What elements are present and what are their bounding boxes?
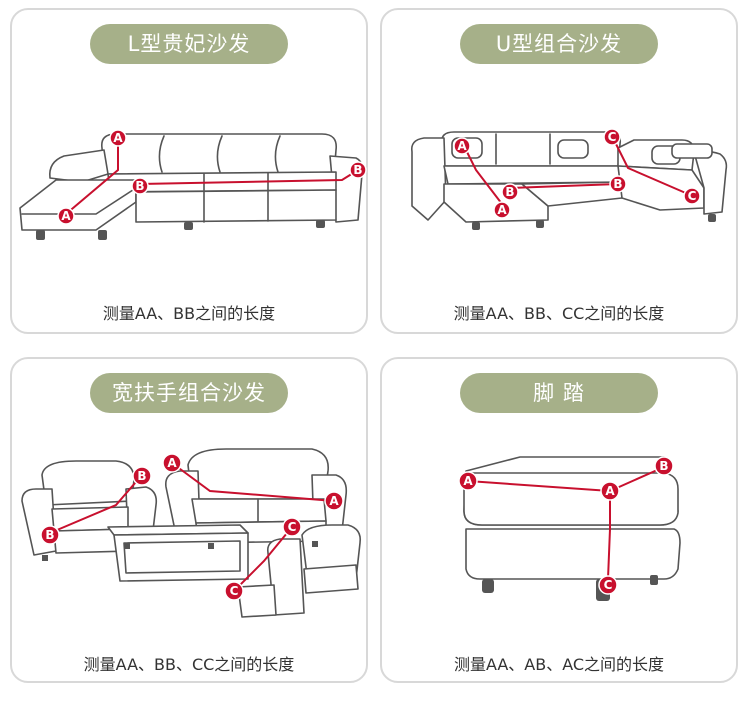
svg-text:B: B — [613, 177, 622, 191]
marker-c-top: C — [603, 128, 621, 146]
panel-caption: 测量AA、BB、CC之间的长度 — [83, 655, 295, 674]
panel-caption: 测量AA、BB之间的长度 — [102, 304, 276, 323]
svg-text:C: C — [288, 520, 297, 534]
marker-a-top: A — [162, 453, 182, 473]
svg-text:A: A — [61, 209, 71, 223]
svg-text:A: A — [167, 456, 177, 470]
marker-a-center: A — [600, 481, 620, 501]
marker-a-left: A — [458, 471, 478, 491]
footstool-illustration: A A B C — [458, 456, 681, 601]
svg-text:A: A — [497, 203, 507, 217]
svg-text:C: C — [608, 130, 617, 144]
svg-text:C: C — [688, 189, 697, 203]
marker-c-bottom: C — [683, 187, 701, 205]
marker-c-top: C — [282, 517, 302, 537]
svg-text:B: B — [505, 185, 514, 199]
panel-wide-arm-sofa: 宽扶手组合沙发 B B A A C — [10, 357, 368, 683]
marker-a-top: A — [109, 129, 127, 147]
u-sofa-illustration: A A B B C C — [410, 128, 728, 230]
l-sofa-illustration: A A B B — [19, 129, 367, 240]
marker-b-left: B — [501, 183, 519, 201]
svg-text:A: A — [605, 484, 615, 498]
panel-u-sofa: U型组合沙发 A A B B C C 测量AA、BB、C — [380, 8, 738, 334]
svg-text:A: A — [463, 474, 473, 488]
svg-text:B: B — [353, 163, 362, 177]
panel-title: 脚 踏 — [460, 373, 658, 413]
marker-c-bottom: C — [598, 575, 618, 595]
marker-b-top: B — [132, 466, 152, 486]
panel-title: 宽扶手组合沙发 — [90, 373, 288, 413]
svg-text:A: A — [457, 139, 467, 153]
marker-b-right: B — [609, 175, 627, 193]
marker-b-right: B — [654, 456, 674, 476]
marker-a-top: A — [453, 137, 471, 155]
marker-b-left: B — [131, 177, 149, 195]
marker-c-bottom: C — [224, 581, 244, 601]
svg-text:B: B — [135, 179, 144, 193]
marker-b-right: B — [349, 161, 367, 179]
svg-text:B: B — [659, 459, 668, 473]
marker-b-bottom: B — [40, 525, 60, 545]
panel-caption: 测量AA、BB、CC之间的长度 — [453, 304, 665, 323]
svg-text:C: C — [230, 584, 239, 598]
marker-a-bottom: A — [324, 491, 344, 511]
svg-text:B: B — [45, 528, 54, 542]
wide-arm-sofa-illustration: B B A A C C — [21, 448, 362, 618]
marker-a-bottom: A — [57, 207, 75, 225]
panel-title: L型贵妃沙发 — [90, 24, 288, 64]
marker-a-bottom: A — [493, 201, 511, 219]
panel-caption: 测量AA、AB、AC之间的长度 — [453, 655, 665, 674]
svg-text:A: A — [329, 494, 339, 508]
svg-text:A: A — [113, 131, 123, 145]
panel-footstool: 脚 踏 A A B C 测量AA、AB、AC之间的长度 — [380, 357, 738, 683]
panel-title: U型组合沙发 — [460, 24, 658, 64]
svg-text:C: C — [604, 578, 613, 592]
panel-l-sofa: L型贵妃沙发 A A B B 测量AA、BB之间的长度 — [10, 8, 368, 334]
svg-text:B: B — [137, 469, 146, 483]
